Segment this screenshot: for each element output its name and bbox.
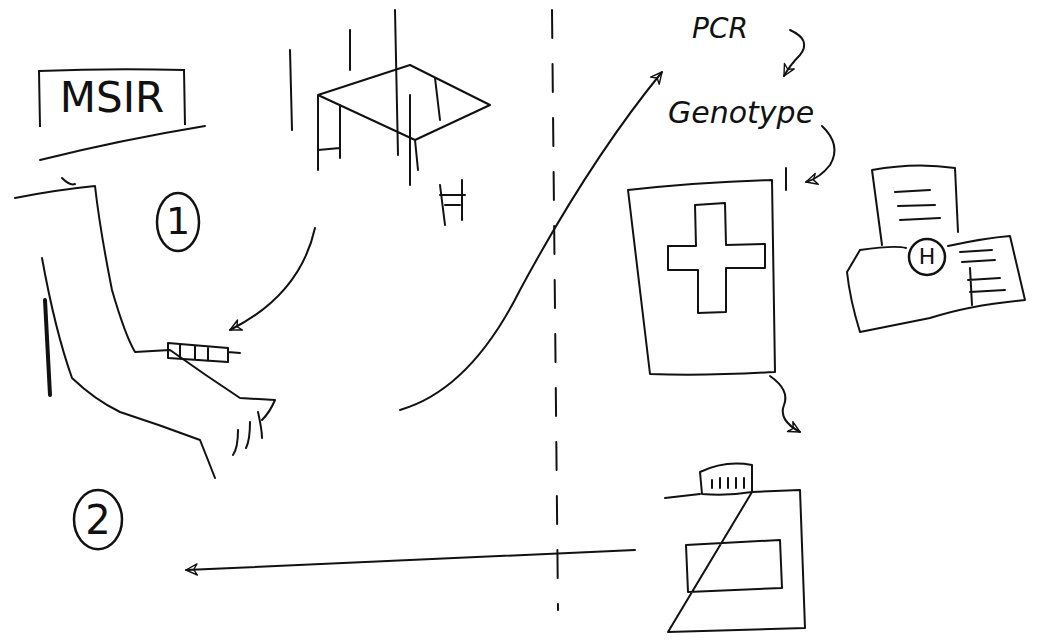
title-box: MSIR [37, 67, 187, 129]
arrow-sketch [784, 30, 804, 76]
papers-icon [847, 236, 1025, 332]
node-text: 1 [166, 201, 190, 243]
medical-cross-icon [628, 168, 786, 375]
box-stroke [40, 126, 205, 160]
arrow-sketch [400, 72, 662, 410]
arm-sketch [42, 258, 215, 478]
node-text: MSIR [60, 75, 164, 121]
callout-number: H [907, 237, 947, 277]
arrow-sketch [230, 228, 315, 330]
node-text: 2 [85, 498, 110, 542]
callout-number: 1 [155, 191, 201, 253]
arm-sketch [45, 300, 50, 395]
arm-sketch [62, 178, 75, 184]
bottle-icon [665, 490, 805, 632]
arrow-sketch [806, 126, 835, 182]
step-label: PCR [692, 14, 748, 45]
outline-shape [157, 193, 199, 251]
syringe-sketch [168, 343, 240, 362]
divider-line [552, 10, 558, 610]
outline-shape [74, 490, 122, 549]
outline-shape [39, 69, 185, 127]
step-label: Genotype [668, 96, 814, 129]
arrow-sketch [186, 550, 635, 570]
outline-shape [909, 239, 945, 275]
desk-sketch [290, 10, 490, 225]
arm-sketch [15, 186, 275, 455]
callout-number: 2 [72, 488, 124, 551]
medical-cross-icon [668, 203, 765, 313]
bottle-icon [700, 464, 752, 495]
arrow-sketch [770, 376, 800, 432]
papers-icon [872, 165, 958, 245]
node-text: H [919, 245, 936, 269]
